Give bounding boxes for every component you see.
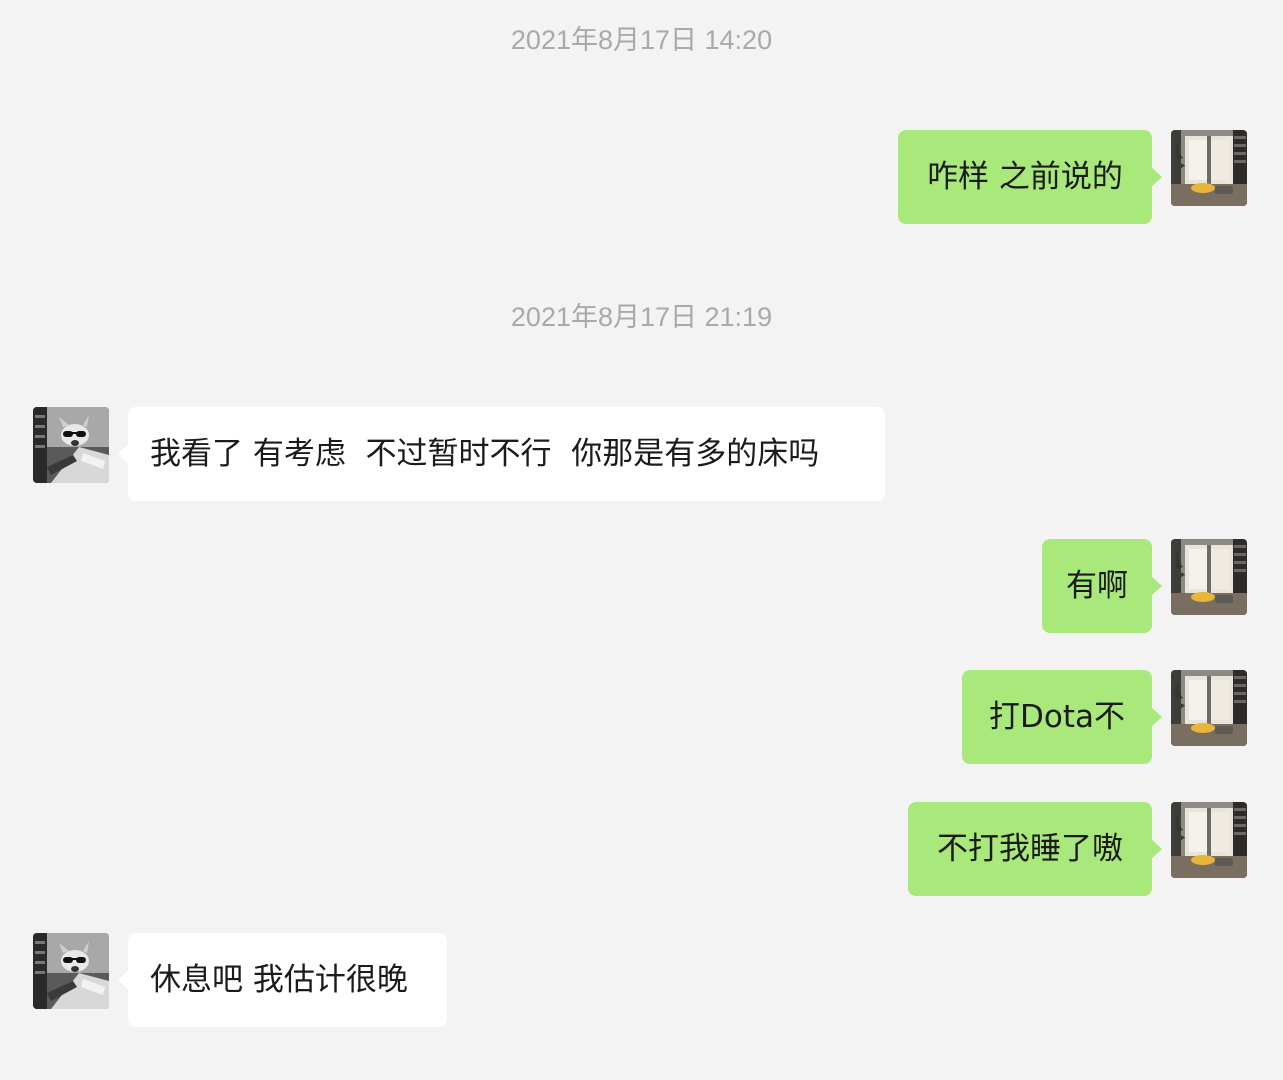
self-avatar[interactable] xyxy=(1171,130,1247,206)
self-avatar[interactable] xyxy=(1171,539,1247,615)
contact-avatar[interactable] xyxy=(33,407,109,483)
dog-with-sunglasses-avatar-icon xyxy=(33,407,109,483)
message-bubble-sent[interactable]: 有啊 xyxy=(1042,539,1162,633)
timestamp: 2021年8月17日 14:20 xyxy=(510,25,773,55)
contact-avatar[interactable] xyxy=(33,933,109,1009)
message-bubble-received[interactable]: 休息吧 我估计很晚 xyxy=(118,933,447,1027)
room-window-photo-avatar-icon xyxy=(1171,802,1247,878)
dog-with-sunglasses-avatar-icon xyxy=(33,933,109,1009)
message-bubble-received[interactable]: 我看了 有考虑 不过暂时不行 你那是有多的床吗 xyxy=(118,407,885,501)
self-avatar[interactable] xyxy=(1171,802,1247,878)
room-window-photo-avatar-icon xyxy=(1171,539,1247,615)
timestamp: 2021年8月17日 21:19 xyxy=(510,302,773,332)
message-bubble-sent[interactable]: 咋样 之前说的 xyxy=(898,130,1162,224)
self-avatar[interactable] xyxy=(1171,670,1247,746)
message-bubble-sent[interactable]: 不打我睡了嗷 xyxy=(908,802,1162,896)
room-window-photo-avatar-icon xyxy=(1171,130,1247,206)
room-window-photo-avatar-icon xyxy=(1171,670,1247,746)
message-bubble-sent[interactable]: 打Dota不 xyxy=(962,670,1162,764)
